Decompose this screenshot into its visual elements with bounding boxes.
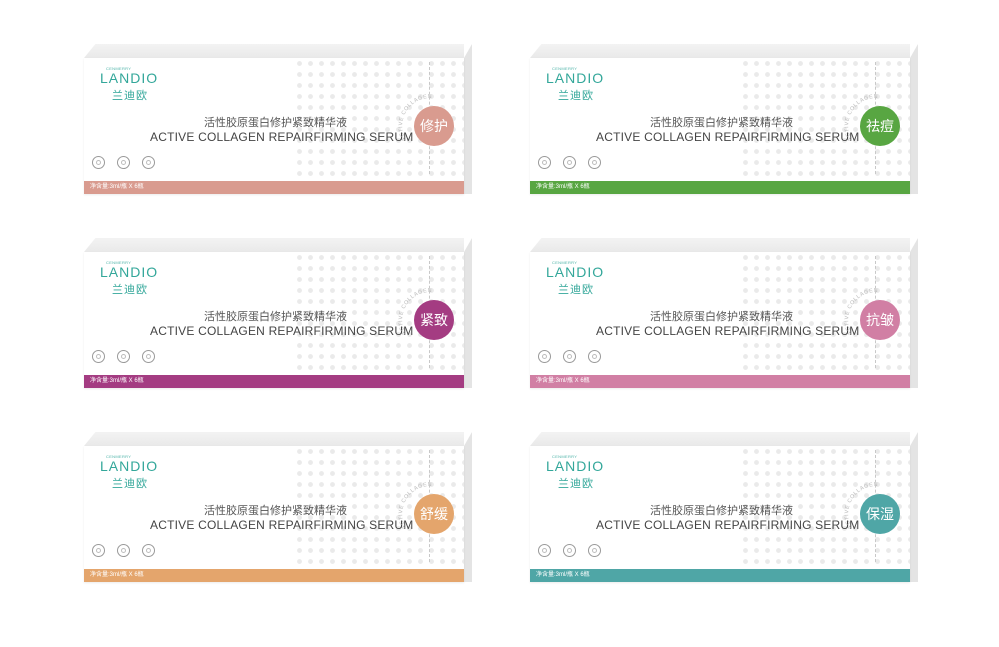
efficacy-badge: 祛痘	[860, 106, 900, 146]
feature-icons	[92, 350, 155, 363]
box-side-face	[464, 44, 472, 194]
brand-tagline: CENMERRY	[106, 260, 132, 265]
feature-icon	[588, 156, 601, 169]
box-front-face: CENMERRY LANDIO 兰迪欧 活性胶原蛋白修护紧致精华液 ACTIVE…	[530, 252, 910, 388]
box-top-face	[84, 44, 464, 58]
brand-logo: LANDIO	[546, 264, 605, 280]
box-top-face	[530, 432, 910, 446]
net-content-band: 净含量:3ml/瓶 X 6瓶	[530, 375, 910, 388]
net-content-band: 净含量:3ml/瓶 X 6瓶	[530, 181, 910, 194]
product-title-en: ACTIVE COLLAGEN REPAIRFIRMING SERUM	[150, 324, 414, 338]
brand-tagline: CENMERRY	[552, 454, 578, 459]
brand-logo: LANDIO	[100, 70, 159, 86]
box-front-face: CENMERRY LANDIO 兰迪欧 活性胶原蛋白修护紧致精华液 ACTIVE…	[530, 58, 910, 194]
feature-icon	[117, 156, 130, 169]
box-front-face: CENMERRY LANDIO 兰迪欧 活性胶原蛋白修护紧致精华液 ACTIVE…	[530, 446, 910, 582]
box-front-face: CENMERRY LANDIO 兰迪欧 活性胶原蛋白修护紧致精华液 ACTIVE…	[84, 446, 464, 582]
brand-name-cn: 兰迪欧	[112, 284, 148, 296]
badge-group: ACTIVE COLLAGEN 抗皱	[838, 280, 910, 356]
brand-logo: LANDIO	[546, 458, 605, 474]
feature-icon	[92, 156, 105, 169]
product-title-cn: 活性胶原蛋白修护紧致精华液	[650, 505, 793, 517]
efficacy-badge: 修护	[414, 106, 454, 146]
feature-icon	[117, 544, 130, 557]
feature-icon	[563, 544, 576, 557]
feature-icon	[563, 350, 576, 363]
feature-icon	[538, 544, 551, 557]
badge-group: ACTIVE COLLAGEN 修护	[392, 86, 464, 162]
box-top-face	[530, 238, 910, 252]
feature-icon	[142, 350, 155, 363]
product-title-cn: 活性胶原蛋白修护紧致精华液	[650, 117, 793, 129]
brand-name-cn: 兰迪欧	[112, 90, 148, 102]
box-side-face	[910, 432, 918, 582]
feature-icon	[538, 156, 551, 169]
product-box: CENMERRY LANDIO 兰迪欧 活性胶原蛋白修护紧致精华液 ACTIVE…	[530, 44, 918, 194]
brand-name-cn: 兰迪欧	[558, 478, 594, 490]
feature-icons	[538, 544, 601, 557]
net-content-band: 净含量:3ml/瓶 X 6瓶	[530, 569, 910, 582]
efficacy-badge: 保湿	[860, 494, 900, 534]
feature-icon	[92, 544, 105, 557]
brand-tagline: CENMERRY	[106, 454, 132, 459]
brand-logo: LANDIO	[546, 70, 605, 86]
feature-icon	[538, 350, 551, 363]
brand-name-cn: 兰迪欧	[558, 284, 594, 296]
brand-name-cn: 兰迪欧	[112, 478, 148, 490]
badge-group: ACTIVE COLLAGEN 保湿	[838, 474, 910, 550]
feature-icon	[117, 350, 130, 363]
badge-group: ACTIVE COLLAGEN 紧致	[392, 280, 464, 356]
box-top-face	[84, 432, 464, 446]
box-side-face	[464, 238, 472, 388]
feature-icon	[563, 156, 576, 169]
brand-logo: LANDIO	[100, 264, 159, 280]
box-front-face: CENMERRY LANDIO 兰迪欧 活性胶原蛋白修护紧致精华液 ACTIVE…	[84, 252, 464, 388]
feature-icon	[588, 544, 601, 557]
product-title-cn: 活性胶原蛋白修护紧致精华液	[204, 311, 347, 323]
box-side-face	[464, 432, 472, 582]
box-side-face	[910, 44, 918, 194]
feature-icons	[92, 544, 155, 557]
product-box: CENMERRY LANDIO 兰迪欧 活性胶原蛋白修护紧致精华液 ACTIVE…	[84, 432, 472, 582]
product-title-en: ACTIVE COLLAGEN REPAIRFIRMING SERUM	[150, 518, 414, 532]
feature-icon	[142, 544, 155, 557]
product-title-en: ACTIVE COLLAGEN REPAIRFIRMING SERUM	[150, 130, 414, 144]
product-title-en: ACTIVE COLLAGEN REPAIRFIRMING SERUM	[596, 130, 860, 144]
product-box: CENMERRY LANDIO 兰迪欧 活性胶原蛋白修护紧致精华液 ACTIVE…	[530, 238, 918, 388]
net-content-band: 净含量:3ml/瓶 X 6瓶	[84, 569, 464, 582]
product-title-cn: 活性胶原蛋白修护紧致精华液	[204, 505, 347, 517]
feature-icons	[538, 156, 601, 169]
product-title-cn: 活性胶原蛋白修护紧致精华液	[650, 311, 793, 323]
product-title-cn: 活性胶原蛋白修护紧致精华液	[204, 117, 347, 129]
brand-logo: LANDIO	[100, 458, 159, 474]
badge-group: ACTIVE COLLAGEN 祛痘	[838, 86, 910, 162]
box-side-face	[910, 238, 918, 388]
box-front-face: CENMERRY LANDIO 兰迪欧 活性胶原蛋白修护紧致精华液 ACTIVE…	[84, 58, 464, 194]
brand-name-cn: 兰迪欧	[558, 90, 594, 102]
box-top-face	[530, 44, 910, 58]
feature-icons	[538, 350, 601, 363]
efficacy-badge: 抗皱	[860, 300, 900, 340]
efficacy-badge: 舒缓	[414, 494, 454, 534]
feature-icons	[92, 156, 155, 169]
product-title-en: ACTIVE COLLAGEN REPAIRFIRMING SERUM	[596, 518, 860, 532]
net-content-band: 净含量:3ml/瓶 X 6瓶	[84, 181, 464, 194]
product-title-en: ACTIVE COLLAGEN REPAIRFIRMING SERUM	[596, 324, 860, 338]
product-box: CENMERRY LANDIO 兰迪欧 活性胶原蛋白修护紧致精华液 ACTIVE…	[84, 44, 472, 194]
product-box: CENMERRY LANDIO 兰迪欧 活性胶原蛋白修护紧致精华液 ACTIVE…	[84, 238, 472, 388]
brand-tagline: CENMERRY	[552, 66, 578, 71]
badge-group: ACTIVE COLLAGEN 舒缓	[392, 474, 464, 550]
efficacy-badge: 紧致	[414, 300, 454, 340]
feature-icon	[588, 350, 601, 363]
box-top-face	[84, 238, 464, 252]
net-content-band: 净含量:3ml/瓶 X 6瓶	[84, 375, 464, 388]
brand-tagline: CENMERRY	[552, 260, 578, 265]
feature-icon	[142, 156, 155, 169]
product-box: CENMERRY LANDIO 兰迪欧 活性胶原蛋白修护紧致精华液 ACTIVE…	[530, 432, 918, 582]
brand-tagline: CENMERRY	[106, 66, 132, 71]
feature-icon	[92, 350, 105, 363]
